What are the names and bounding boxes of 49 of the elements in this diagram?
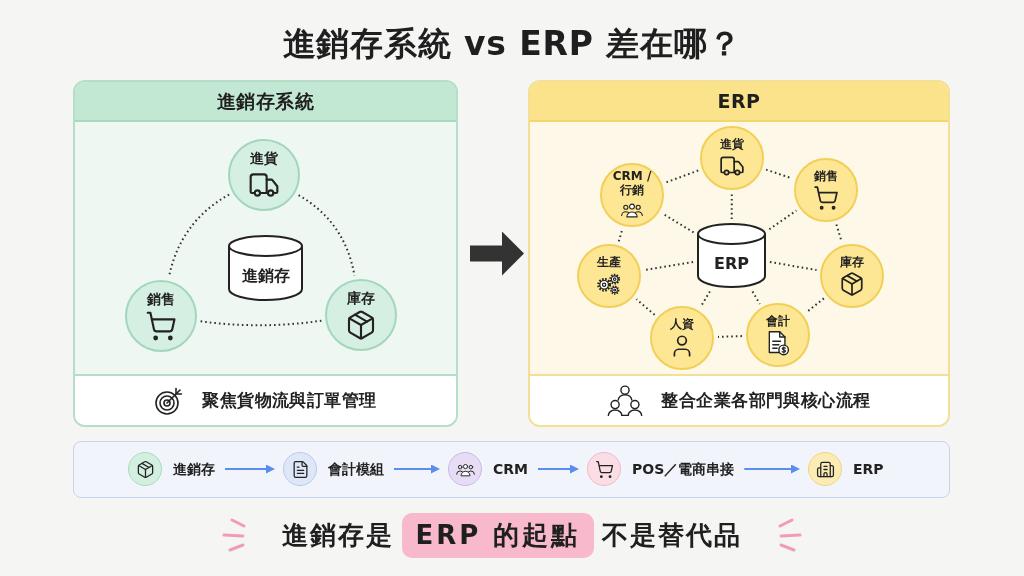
dotted-connector — [635, 298, 656, 316]
dotted-connector — [168, 193, 231, 278]
flow-step-label: POS／電商串接 — [632, 459, 735, 479]
database-cylinder — [228, 235, 303, 301]
dotted-connector — [643, 260, 695, 272]
highlighted-slogan: ERP 的起點 — [401, 512, 595, 558]
panel-footer-text: 聚焦貨物流與訂單管理 — [202, 388, 377, 412]
dotted-connector — [805, 297, 825, 314]
node-label: 進銷存 — [241, 265, 290, 287]
node-label: ERP — [714, 252, 749, 275]
database-cylinder — [697, 223, 766, 288]
block-arrow — [470, 231, 524, 276]
arrow — [393, 464, 440, 474]
system-panel — [73, 80, 458, 427]
dotted-connector — [617, 228, 624, 243]
arrow — [224, 464, 275, 474]
arrow — [537, 464, 579, 474]
flow-step-label: CRM — [493, 459, 528, 479]
arrow — [743, 464, 800, 474]
node-label: 進貨 — [720, 137, 744, 151]
dotted-connector — [768, 261, 818, 271]
node-label: 銷售 — [147, 290, 175, 308]
dotted-connector — [664, 169, 700, 184]
dotted-connector — [730, 193, 733, 220]
dotted-connector — [297, 194, 356, 277]
node-label: 生產 — [597, 255, 621, 269]
panel-heading: 進銷存系統 — [216, 88, 315, 114]
dotted-connector — [661, 212, 695, 234]
node-label: 庫存 — [347, 289, 375, 307]
flow-step-label: 進銷存 — [173, 459, 215, 479]
system-panel — [528, 80, 950, 427]
flow-band — [73, 441, 950, 498]
panel-footer-text: 整合企業各部門與核心流程 — [661, 388, 871, 412]
slogan-text: 不是替代品 — [602, 518, 743, 552]
node-label: 會計 — [766, 314, 790, 328]
flow-step-label: ERP — [853, 459, 884, 479]
slogan-text: 進銷存是 — [281, 518, 394, 552]
node-label: CRM / 行銷 — [611, 169, 653, 197]
node-label: 銷售 — [814, 169, 838, 183]
node-label: 庫存 — [840, 255, 864, 269]
panel-heading: ERP — [717, 88, 761, 114]
node-label: 人資 — [670, 317, 694, 331]
dotted-connector — [751, 290, 761, 305]
dotted-connector — [717, 335, 743, 338]
flow-step-label: 會計模組 — [328, 459, 384, 479]
diagram-title: 進銷存系統 vs ERP 差在哪？ — [282, 23, 742, 65]
dotted-connector — [199, 319, 323, 327]
dotted-connector — [768, 209, 798, 231]
node-label: 進貨 — [250, 149, 278, 167]
